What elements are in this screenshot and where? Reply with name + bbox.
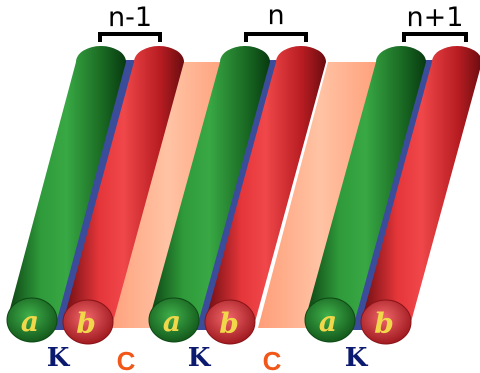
- rod-label-b-2: b: [219, 307, 239, 340]
- green-rod-a-3: [305, 46, 426, 320]
- bracket-n-plus-1: [402, 32, 468, 42]
- red-rod-b-2-end: [204, 299, 256, 345]
- rod-pair-n: [148, 46, 326, 345]
- c-label-1: C: [117, 346, 136, 373]
- rod-label-a-3: a: [319, 305, 337, 338]
- rod-label-a-2: a: [163, 305, 181, 338]
- rod-label-b-3: b: [374, 307, 394, 340]
- red-rod-b-3-end: [360, 299, 412, 345]
- c-band-left: [104, 62, 232, 328]
- rod-label-a-1: a: [21, 305, 39, 338]
- green-rod-a-3-end: [304, 297, 356, 343]
- green-rod-a-1: [7, 46, 126, 320]
- red-rod-b-1: [63, 46, 184, 322]
- label-n-minus-1: n-1: [108, 2, 152, 33]
- rod-pair-n-plus-1: [304, 46, 480, 345]
- label-n: n: [267, 0, 284, 31]
- red-rod-b-3: [361, 46, 480, 322]
- rod-label-b-1: b: [76, 307, 96, 340]
- green-rod-a-2-end: [148, 297, 200, 343]
- c-label-2: C: [263, 346, 282, 373]
- green-rod-a-2: [149, 46, 270, 320]
- k-label-2: K: [188, 343, 212, 373]
- bracket-n: [244, 32, 308, 42]
- rod-pair-n-minus-1: [6, 46, 184, 345]
- green-rod-a-1-end: [6, 297, 58, 343]
- k-label-1: K: [47, 343, 71, 373]
- red-rod-b-2: [205, 46, 326, 322]
- c-band-right: [258, 62, 382, 328]
- label-n-plus-1: n+1: [407, 2, 464, 33]
- k-label-3: K: [345, 343, 369, 373]
- red-rod-b-1-end: [62, 299, 114, 345]
- bracket-n-minus-1: [98, 32, 162, 42]
